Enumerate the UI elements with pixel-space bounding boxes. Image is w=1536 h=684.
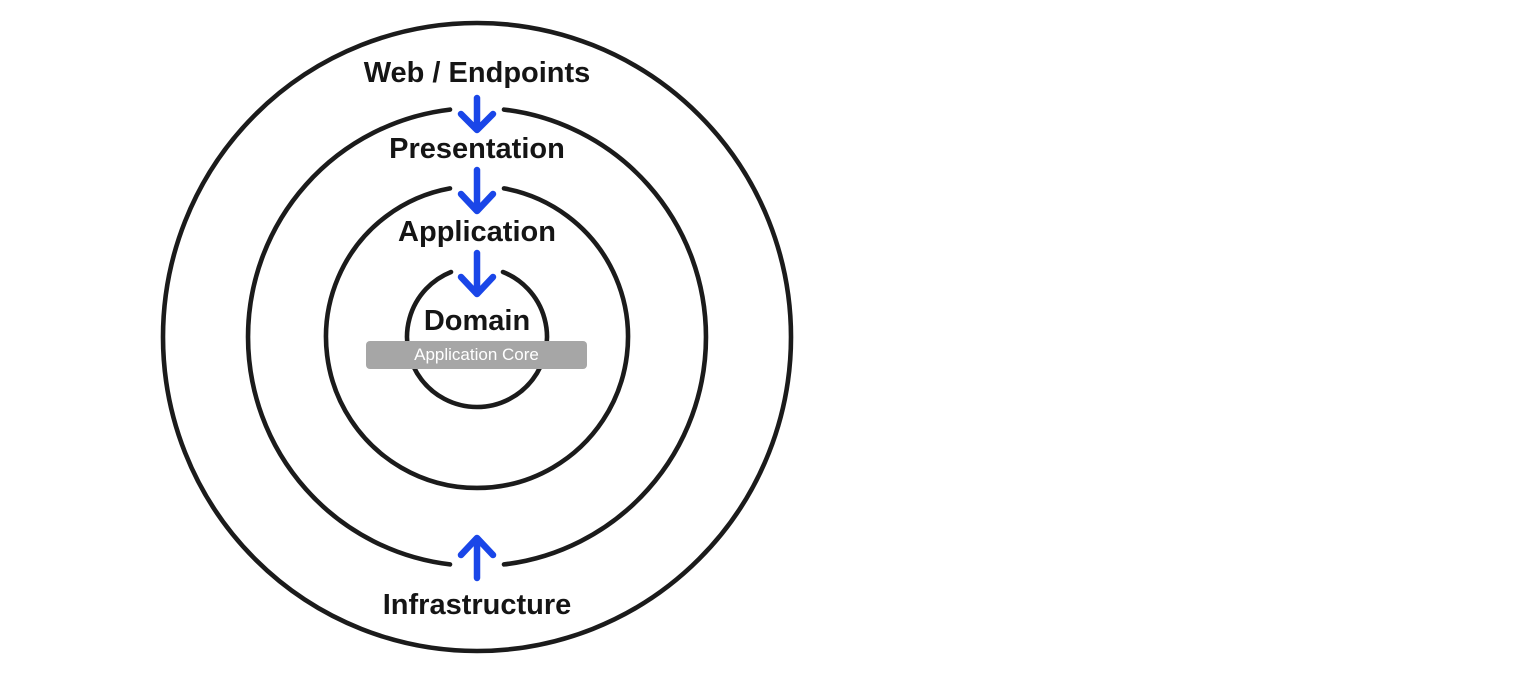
arrow-down-web-to-presentation-icon <box>457 94 497 134</box>
circle-web-endpoints <box>160 20 794 654</box>
circle-presentation-right-arc <box>501 107 709 567</box>
layer-label-domain: Domain <box>423 305 531 337</box>
arrow-down-application-to-domain-icon <box>457 249 497 298</box>
flow-arrows <box>457 94 497 582</box>
layer-label-application: Application <box>398 216 556 248</box>
circle-presentation-left-arc <box>245 107 453 567</box>
circle-application-arc <box>323 186 631 491</box>
application-core-badge: Application Core <box>366 341 587 369</box>
layer-label-web-endpoints: Web / Endpoints <box>363 57 591 89</box>
circle-domain-arc <box>404 269 550 410</box>
layer-circles <box>160 20 794 654</box>
arrow-down-presentation-to-application-icon <box>457 166 497 215</box>
arrow-up-infrastructure-icon <box>457 534 497 582</box>
layer-label-infrastructure: Infrastructure <box>382 589 572 621</box>
layer-label-presentation: Presentation <box>389 133 565 165</box>
